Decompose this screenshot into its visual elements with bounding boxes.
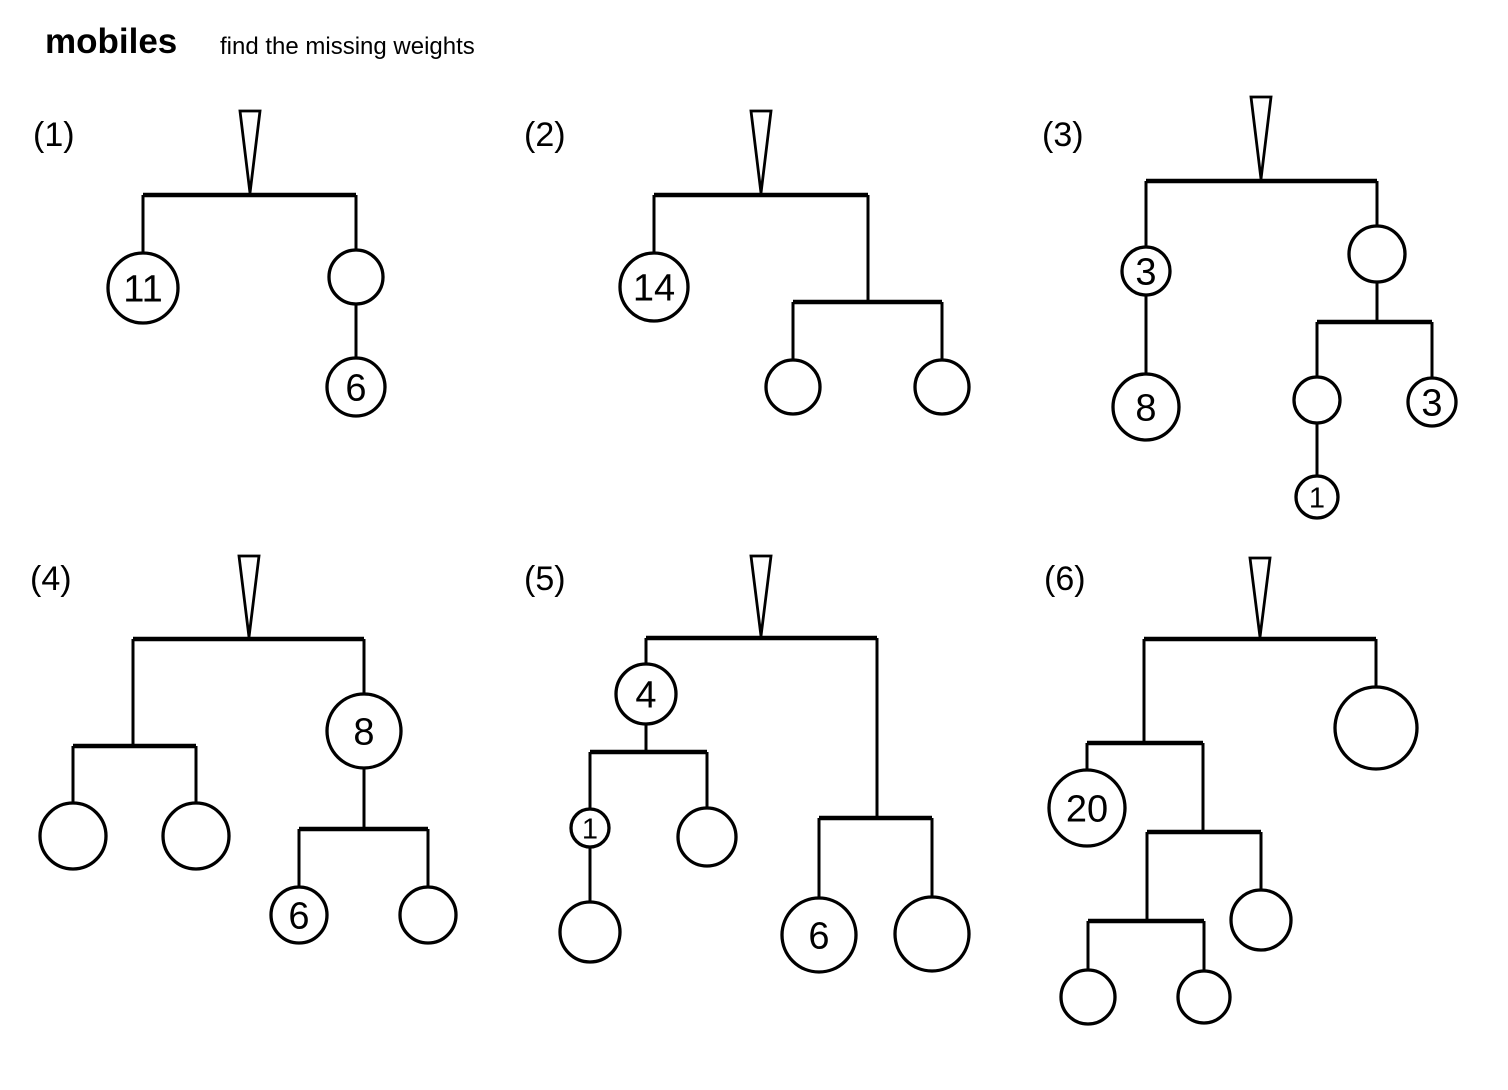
weight-circle-empty [913, 358, 971, 416]
puzzle-number-label: (2) [524, 116, 566, 154]
weight-value: 4 [635, 674, 656, 716]
weight-value: 20 [1066, 788, 1108, 830]
weight-circle [325, 356, 387, 418]
weight-circle-empty [327, 248, 385, 306]
weight-circle-empty [1229, 888, 1293, 952]
weight-value: 1 [582, 813, 598, 845]
weight-circle-empty [1176, 969, 1232, 1025]
weight-circle [614, 662, 678, 726]
weight-circle [106, 251, 180, 325]
weight-circle [1120, 245, 1172, 297]
weight-circle-empty [558, 900, 622, 964]
weight-circle [269, 885, 329, 945]
weight-value: 1 [1309, 482, 1325, 514]
weight-value: 6 [288, 895, 309, 937]
puzzle-number-label: (3) [1042, 116, 1084, 154]
weight-value: 3 [1135, 251, 1156, 293]
weight-circle-empty [1347, 224, 1407, 284]
pivot-hook-icon [238, 109, 262, 194]
puzzle-1: (1) 11 6 [33, 109, 387, 418]
weight-value: 8 [353, 711, 374, 753]
weight-circle-empty [893, 895, 971, 973]
weight-circle-empty [1292, 375, 1342, 425]
weight-circle [780, 896, 858, 974]
weight-circle [1047, 768, 1127, 848]
weight-circle-empty [764, 358, 822, 416]
weight-value: 6 [808, 915, 829, 957]
weight-circle-empty [398, 885, 458, 945]
weight-circle [1294, 474, 1340, 520]
weight-value: 11 [123, 268, 162, 310]
worksheet-subtitle: find the missing weights [220, 33, 475, 60]
weight-value: 14 [633, 267, 675, 309]
weight-circle-empty [1059, 968, 1117, 1026]
weight-circle [1111, 372, 1181, 442]
weight-value: 3 [1421, 382, 1442, 424]
puzzle-4: (4) 8 6 [30, 554, 458, 945]
weight-circle [569, 807, 611, 849]
puzzle-2: (2) 14 [524, 109, 971, 416]
pivot-hook-icon [1249, 95, 1273, 180]
weight-value: 8 [1135, 387, 1156, 429]
weight-circle [1406, 376, 1458, 428]
weight-circle-empty [161, 801, 231, 871]
worksheet-title: mobiles [45, 22, 178, 61]
puzzle-number-label: (5) [524, 560, 566, 598]
pivot-hook-icon [237, 554, 261, 638]
weight-circle-empty [676, 806, 738, 868]
weight-circle [618, 251, 690, 323]
weight-circle-empty [1333, 685, 1419, 771]
pivot-hook-icon [1248, 556, 1272, 638]
puzzle-5: (5) 4 1 6 [524, 554, 971, 974]
puzzle-number-label: (4) [30, 560, 72, 598]
pivot-hook-icon [749, 554, 773, 637]
weight-circle-empty [38, 801, 108, 871]
weight-value: 6 [345, 367, 366, 409]
pivot-hook-icon [749, 109, 773, 194]
weight-circle [325, 692, 403, 770]
puzzle-number-label: (6) [1044, 560, 1086, 598]
puzzle-number-label: (1) [33, 116, 75, 154]
puzzle-6: (6) 20 [1044, 556, 1419, 1026]
